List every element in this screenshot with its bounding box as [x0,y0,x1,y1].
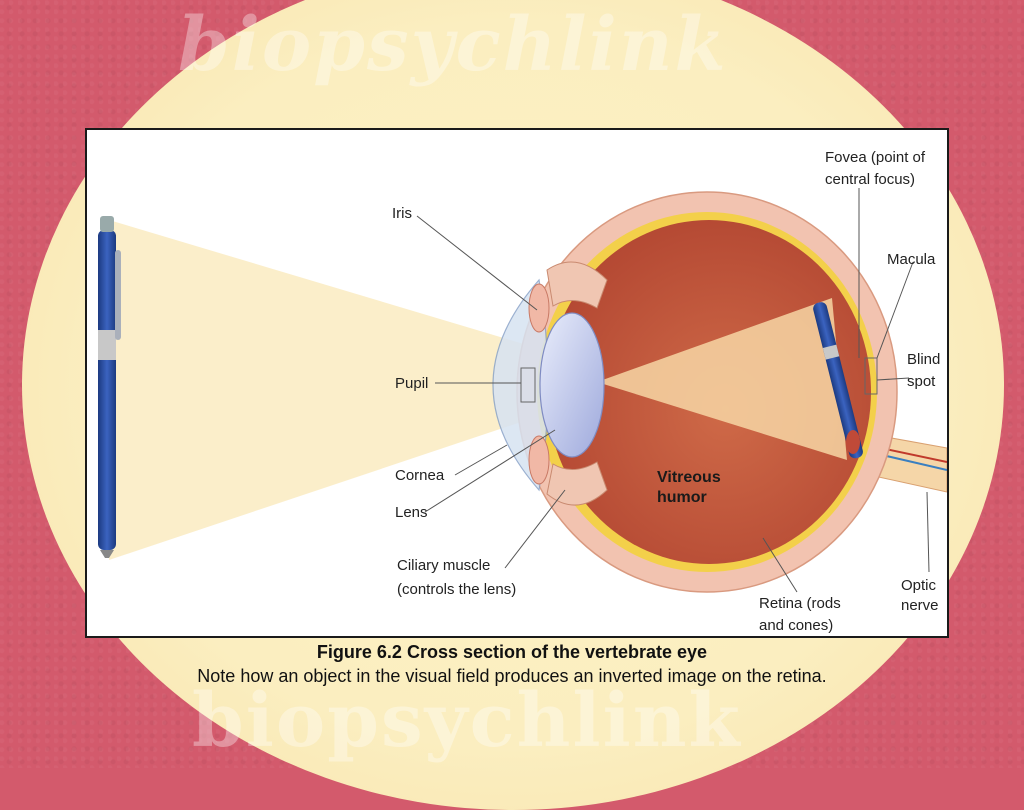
label-retina-2: and cones) [759,617,833,634]
inverted-light-beam [597,298,847,460]
leader-ciliary [504,489,566,569]
label-optic-2: nerve [901,597,939,614]
leader-optic-nerve [926,491,930,573]
leader-retina [762,537,798,593]
label-macula: Macula [887,251,936,268]
label-fovea-1: Fovea (point of [825,149,926,166]
caption-note: Note how an object in the visual field p… [197,666,827,686]
leader-macula [876,261,914,359]
label-ciliary-2: (controls the lens) [397,581,516,598]
leader-lens [424,429,556,513]
label-blind-2: spot [907,373,936,390]
label-cornea: Cornea [395,467,445,484]
retina-image-pen [813,302,863,459]
blind-spot-marker [864,357,878,395]
pen-object [98,216,121,558]
label-vitreous-2: humor [657,489,707,506]
eye-diagram: Iris Pupil Cornea Lens Ciliary muscle (c… [98,149,947,634]
label-retina-1: Retina (rods [759,595,841,612]
incoming-light-beam [109,220,527,560]
lens [539,312,605,458]
pupil-marker [520,367,536,403]
iris [528,283,550,485]
leader-blind-spot [876,377,910,381]
caption-title: Figure 6.2 Cross section of the vertebra… [316,642,708,662]
figure-frame: Iris Pupil Cornea Lens Ciliary muscle (c… [85,128,949,638]
optic-disc [846,430,860,454]
figure-caption: Figure 6.2 Cross section of the vertebra… [60,640,964,688]
label-optic-1: Optic [901,577,937,594]
leader-cornea [454,444,508,476]
label-blind-1: Blind [907,351,940,368]
label-fovea-2: central focus) [825,171,915,188]
label-iris: Iris [392,205,412,222]
leader-iris [416,215,538,311]
label-ciliary-1: Ciliary muscle [397,557,490,574]
label-pupil: Pupil [395,375,428,392]
label-vitreous-1: Vitreous [657,469,721,486]
label-lens: Lens [395,504,428,521]
